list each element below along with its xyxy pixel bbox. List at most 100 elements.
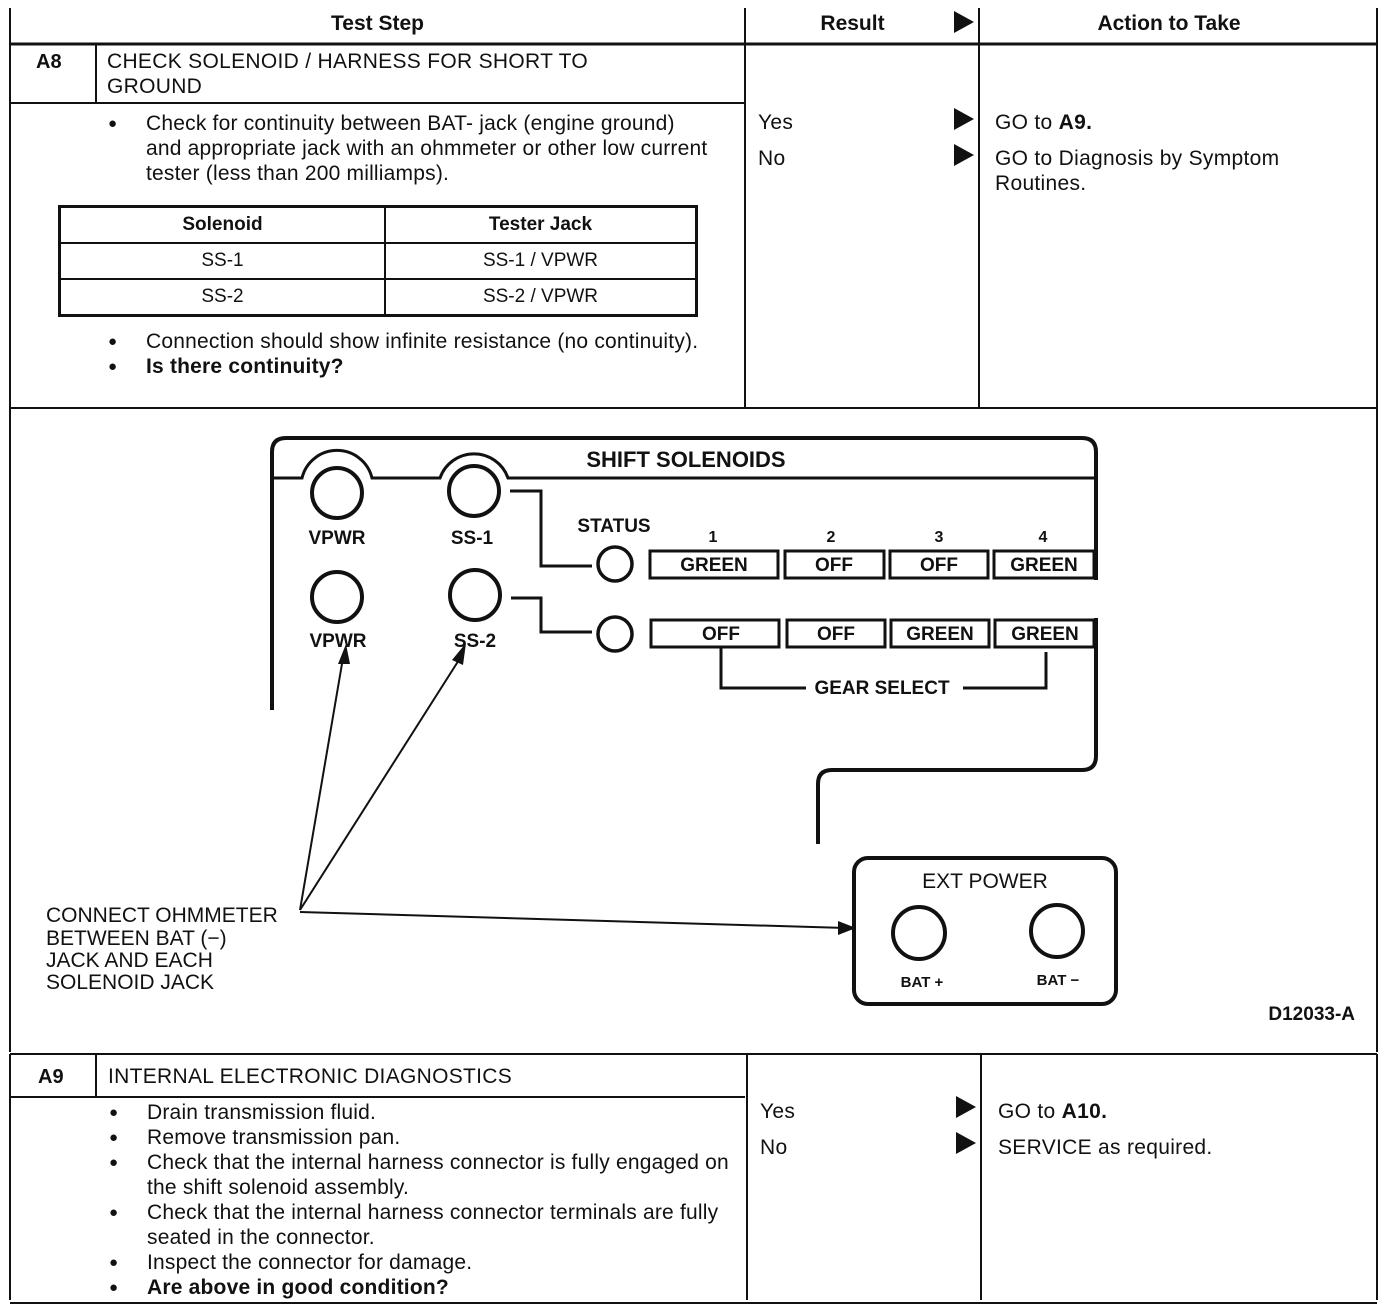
status-label: STATUS [577,516,650,537]
jack-label: VPWR [309,528,366,549]
a9-result-yes: Yes [760,1100,796,1123]
result-arrow-icon [956,1132,976,1154]
step-id-a8: A8 [36,51,62,73]
gear-select-bracket [963,652,1048,690]
step-title-a8: CHECK SOLENOID / HARNESS FOR SHORT TO GR… [107,50,588,98]
a9-action-yes: GO to A10. [998,1100,1108,1123]
ext-power-box [852,856,1118,1006]
status-value: OFF [815,555,853,576]
jack-label: VPWR [310,631,367,652]
step-id-a9: A9 [38,1066,64,1088]
gear-select-label: GEAR SELECT [814,678,950,699]
status-led-ss1 [596,545,634,583]
ext-power-label: EXT POWER [922,870,1048,893]
callout-line [299,911,847,929]
result-arrow-icon [954,144,974,166]
table-cell: SS-1 [58,242,386,280]
step-title-a9: INTERNAL ELECTRONIC DIAGNOSTICS [108,1065,513,1088]
gear-number: 4 [1039,529,1048,546]
callout-line [299,651,465,911]
callout-line [299,651,345,911]
status-value: OFF [817,624,855,645]
jack-bat-minus [1029,903,1085,959]
list-item: Inspect the connector for damage. [109,1250,729,1275]
gear-number: 3 [935,529,944,546]
arrowhead [452,643,466,665]
panel-cable [816,618,1098,844]
ss1-lead [510,489,592,568]
status-box [785,618,887,649]
arrowhead [838,921,856,935]
a8-action-no: GO to Diagnosis by Symptom Routines. [995,147,1280,195]
gear-number: 1 [709,529,718,546]
arrowhead [338,644,350,664]
panel-title: SHIFT SOLENOIDS [586,447,785,472]
table-row: SS-2 SS-2 / VPWR [58,278,698,317]
status-box [783,549,886,580]
a8-action-yes: GO to A9. [995,111,1093,134]
callout-line-text: SOLENOID JACK [46,971,214,994]
figure-id: D12033-A [1268,1004,1355,1025]
table-cell: SS-1 / VPWR [384,242,698,280]
list-item: Remove transmission pan. [109,1125,729,1150]
jack-vpwr-2 [310,570,364,624]
jack-ss2 [448,568,502,622]
table-header-solenoid: Solenoid [58,205,386,244]
status-value: GREEN [1010,555,1078,576]
list-item-question: Is there continuity? [108,354,708,379]
header-result: Result [820,12,885,35]
table-cell: SS-2 / VPWR [384,278,698,317]
ss2-lead [511,596,592,634]
status-box [889,618,991,649]
status-value: GREEN [1011,624,1079,645]
result-arrow-icon [954,108,974,130]
jack-vpwr-1 [310,466,364,520]
status-value: GREEN [680,555,748,576]
header-action: Action to Take [1097,12,1241,35]
panel-outline [270,436,1098,710]
table-header-tester-jack: Tester Jack [384,205,698,244]
list-item: Check for continuity between BAT- jack (… [108,111,708,186]
list-item-question: Are above in good condition? [109,1275,729,1300]
table-cell: SS-2 [58,278,386,317]
bat-plus-label: BAT + [901,974,944,991]
status-value: GREEN [906,624,974,645]
jack-label: SS-1 [451,528,494,549]
a8-result-yes: Yes [758,111,794,134]
a9-action-no: SERVICE as required. [998,1136,1213,1159]
panel-top-rail [274,448,1096,480]
list-item: Check that the internal harness connecto… [109,1150,729,1200]
jack-ss1 [447,464,501,518]
result-arrow-icon [954,11,974,33]
a9-result-no: No [760,1136,788,1159]
header-test-step: Test Step [331,12,424,35]
list-item: Drain transmission fluid. [109,1100,729,1125]
a8-result-no: No [758,147,786,170]
solenoid-tester-table: Solenoid Tester Jack SS-1 SS-1 / VPWR SS… [58,205,698,317]
status-box [993,618,1096,649]
status-led-ss2 [596,615,634,653]
list-item: Check that the internal harness connecto… [109,1200,729,1250]
status-value: OFF [920,555,958,576]
status-box [649,618,781,649]
bat-minus-label: BAT − [1037,972,1080,989]
list-item: Connection should show infinite resistan… [108,329,708,354]
jack-label: SS-2 [454,631,496,652]
shift-solenoid-diagram: SHIFT SOLENOIDS STATUS VPWR SS-1 VPWR SS… [46,436,1355,1025]
gear-number: 2 [827,529,836,546]
a9-bullets: Drain transmission fluid. Remove transmi… [109,1100,729,1300]
status-value: OFF [702,624,740,645]
jack-bat-plus [891,905,947,961]
callout-line-text: CONNECT OHMMETER [46,904,278,927]
gear-select-bracket [719,647,806,690]
table-row: SS-1 SS-1 / VPWR [58,242,698,280]
callout-line-text: JACK AND EACH [46,949,213,972]
status-box [888,549,990,580]
callout-line-text: BETWEEN BAT (−) [46,927,227,950]
status-box [992,549,1096,580]
a8-bullets-after: Connection should show infinite resistan… [108,329,708,379]
a8-bullets-before: Check for continuity between BAT- jack (… [108,111,708,186]
status-box [648,549,780,580]
